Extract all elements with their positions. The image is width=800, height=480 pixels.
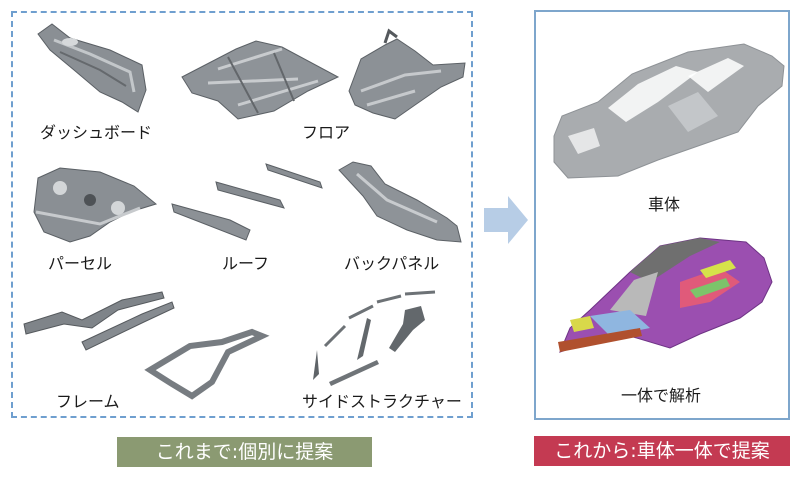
right-arrow-icon <box>484 196 528 244</box>
part-label-frame: フレーム <box>56 392 120 411</box>
individual-parts-panel <box>11 11 473 418</box>
back-panel-part-icon <box>338 161 462 243</box>
parcel-shelf-part-icon <box>33 167 158 243</box>
current-approach-banner: これまで:個別に提案 <box>117 437 372 467</box>
integrated-body-panel <box>534 10 790 420</box>
dashboard-part-icon <box>37 23 147 113</box>
frame-part-icon <box>23 291 270 400</box>
car-body-label: 車体 <box>648 195 681 214</box>
car-body-colored-analysis-icon <box>558 237 773 353</box>
part-label-parcel: パーセル <box>48 254 113 273</box>
floor-part-icon <box>181 40 340 120</box>
part-label-back-panel: バックパネル <box>344 254 440 273</box>
part-label-dashboard: ダッシュボード <box>40 123 153 142</box>
part-label-roof: ルーフ <box>222 254 270 273</box>
side-structure-part-icon <box>313 290 436 386</box>
car-body-gray-icon <box>553 43 785 179</box>
integrated-analysis-label: 一体で解析 <box>621 386 702 405</box>
part-label-floor: フロア <box>302 123 351 142</box>
roof-part-icon <box>171 163 323 241</box>
part-label-side-structure: サイドストラクチャー <box>302 392 462 411</box>
future-approach-banner: これから:車体一体で提案 <box>534 436 790 466</box>
floor-rear-part-icon <box>348 28 466 120</box>
